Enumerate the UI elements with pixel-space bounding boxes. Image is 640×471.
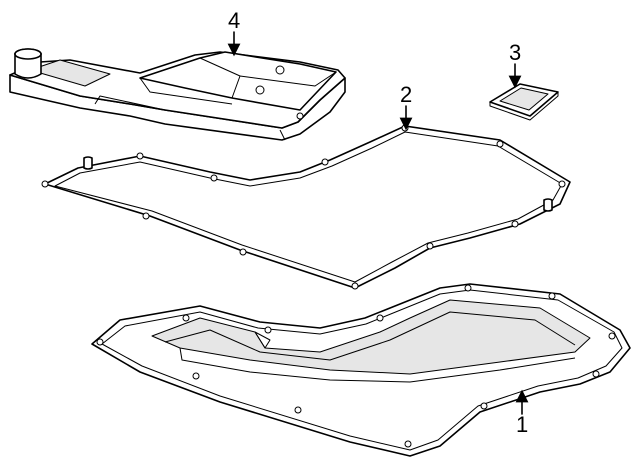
callout-label-2: 2 <box>400 82 412 107</box>
callout-label-3: 3 <box>509 40 521 65</box>
callout-label-1: 1 <box>516 412 528 437</box>
transmission-oil-pan <box>91 283 631 457</box>
transmission-filter <box>9 48 346 141</box>
callout-label-4: 4 <box>228 8 240 33</box>
pan-magnet <box>489 83 559 121</box>
oil-pan-gasket <box>41 124 571 290</box>
